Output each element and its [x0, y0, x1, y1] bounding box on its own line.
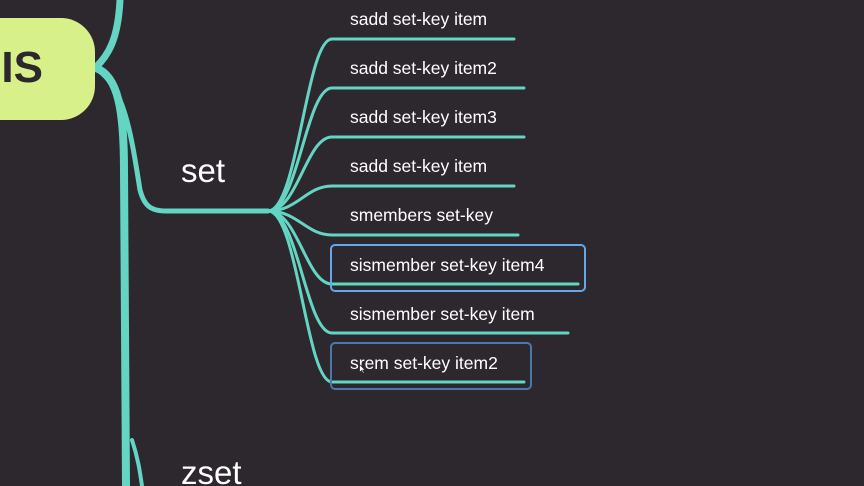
hover-selection-box: [330, 342, 532, 390]
set-branch-line: [95, 67, 271, 214]
root-upper-connector: [91, 0, 124, 72]
leaf-node-sadd-item2[interactable]: sadd set-key item2: [350, 58, 497, 78]
root-node[interactable]: DIS: [0, 18, 95, 120]
leaf-connector-line: [266, 37, 516, 213]
branch-node-zset[interactable]: zset: [181, 454, 242, 486]
leaf-connector-line: [266, 209, 526, 384]
leaf-node-sismember-item4[interactable]: sismember set-key item4: [350, 255, 545, 275]
trunk-line: [92, 64, 130, 486]
leaf-node-srem-item2[interactable]: srem set-key item2: [350, 353, 498, 373]
leaf-connector-line: [266, 184, 516, 213]
root-node-label: DIS: [0, 43, 43, 92]
leaf-node-sadd-item-repeat[interactable]: sadd set-key item: [350, 156, 488, 176]
leaf-node-smembers[interactable]: smembers set-key: [350, 205, 493, 225]
mouse-pointer-icon: [359, 364, 366, 374]
leaf-node-sadd-item[interactable]: sadd set-key item: [350, 9, 488, 29]
leaf-connector-line: [266, 209, 520, 237]
zset-branch-line: [130, 438, 144, 486]
leaf-connector-line: [266, 86, 526, 213]
active-selection-box: [330, 244, 586, 292]
leaf-connector-line: [266, 135, 526, 213]
leaf-node-sadd-item3[interactable]: sadd set-key item3: [350, 107, 497, 127]
leaf-node-sismember-item[interactable]: sismember set-key item: [350, 304, 535, 324]
branch-node-set[interactable]: set: [181, 152, 226, 189]
